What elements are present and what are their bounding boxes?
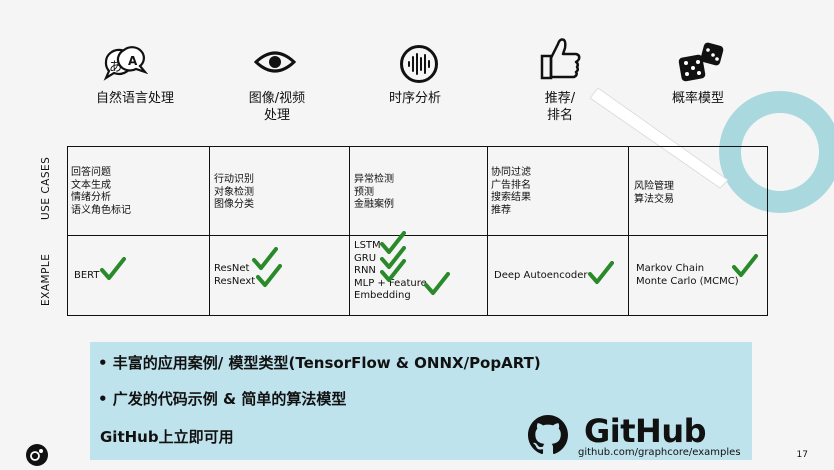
check-icon <box>380 259 406 282</box>
check-icon <box>252 247 278 270</box>
audio-wave-icon <box>400 45 438 83</box>
check-icon <box>380 231 406 254</box>
translate-speech-icon: あ A <box>103 46 148 81</box>
dice-icon <box>678 42 724 82</box>
use-cases-cell-recommendation: 协同过滤广告排名搜索结果推荐 <box>491 167 531 216</box>
decorative-diagonal-stripe <box>590 87 729 189</box>
github-url-link[interactable]: github.com/graphcore/examples <box>578 447 741 458</box>
github-available-text: GitHub上立即可用 <box>100 428 234 446</box>
graphcore-logo-icon <box>26 444 48 466</box>
use-cases-cell-nlp: 回答问题文本生成情绪分析语义角色标记 <box>71 167 131 216</box>
use-cases-cell-probabilistic: 风险管理算法交易 <box>634 181 674 205</box>
use-cases-cell-image: 行动识别对象检测图像分类 <box>214 174 254 210</box>
category-image-video-label: 图像/视频 处理 <box>248 91 306 123</box>
check-icon <box>588 261 614 284</box>
example-cell-recommendation: Deep Autoencoder <box>494 270 588 281</box>
category-recommendation-label: 推荐/ 排名 <box>544 91 576 123</box>
row-label-use-cases: USE CASES <box>40 156 52 220</box>
row-label-example: EXAMPLE <box>40 253 52 306</box>
category-nlp-label: 自然语言处理 <box>95 91 174 106</box>
summary-panel <box>90 342 752 460</box>
github-octocat-icon <box>528 415 568 455</box>
github-wordmark: GitHub <box>584 412 707 450</box>
decorative-ring <box>719 91 834 213</box>
check-icon <box>100 257 126 280</box>
use-case-table: 回答问题文本生成情绪分析语义角色标记 行动识别对象检测图像分类 异常检测预测金融… <box>67 146 768 316</box>
eye-icon <box>254 51 296 73</box>
check-icon <box>256 264 282 287</box>
page-number: 17 <box>796 450 808 460</box>
use-cases-cell-time-series: 异常检测预测金融案例 <box>354 174 394 210</box>
thumbs-up-icon <box>540 38 581 80</box>
category-time-series-label: 时序分析 <box>388 91 441 106</box>
example-cell-nlp: BERT <box>74 270 100 281</box>
bullet-code-examples: • 广发的代码示例 & 简单的算法模型 <box>98 390 347 408</box>
check-icon <box>732 254 758 277</box>
category-probabilistic-label: 概率模型 <box>671 91 724 106</box>
check-icon <box>424 272 450 295</box>
svg-text:A: A <box>128 54 138 68</box>
check-icon <box>380 246 406 269</box>
bullet-rich-use-cases: • 丰富的应用案例/ 模型类型(TensorFlow & ONNX/PopART… <box>98 354 541 372</box>
